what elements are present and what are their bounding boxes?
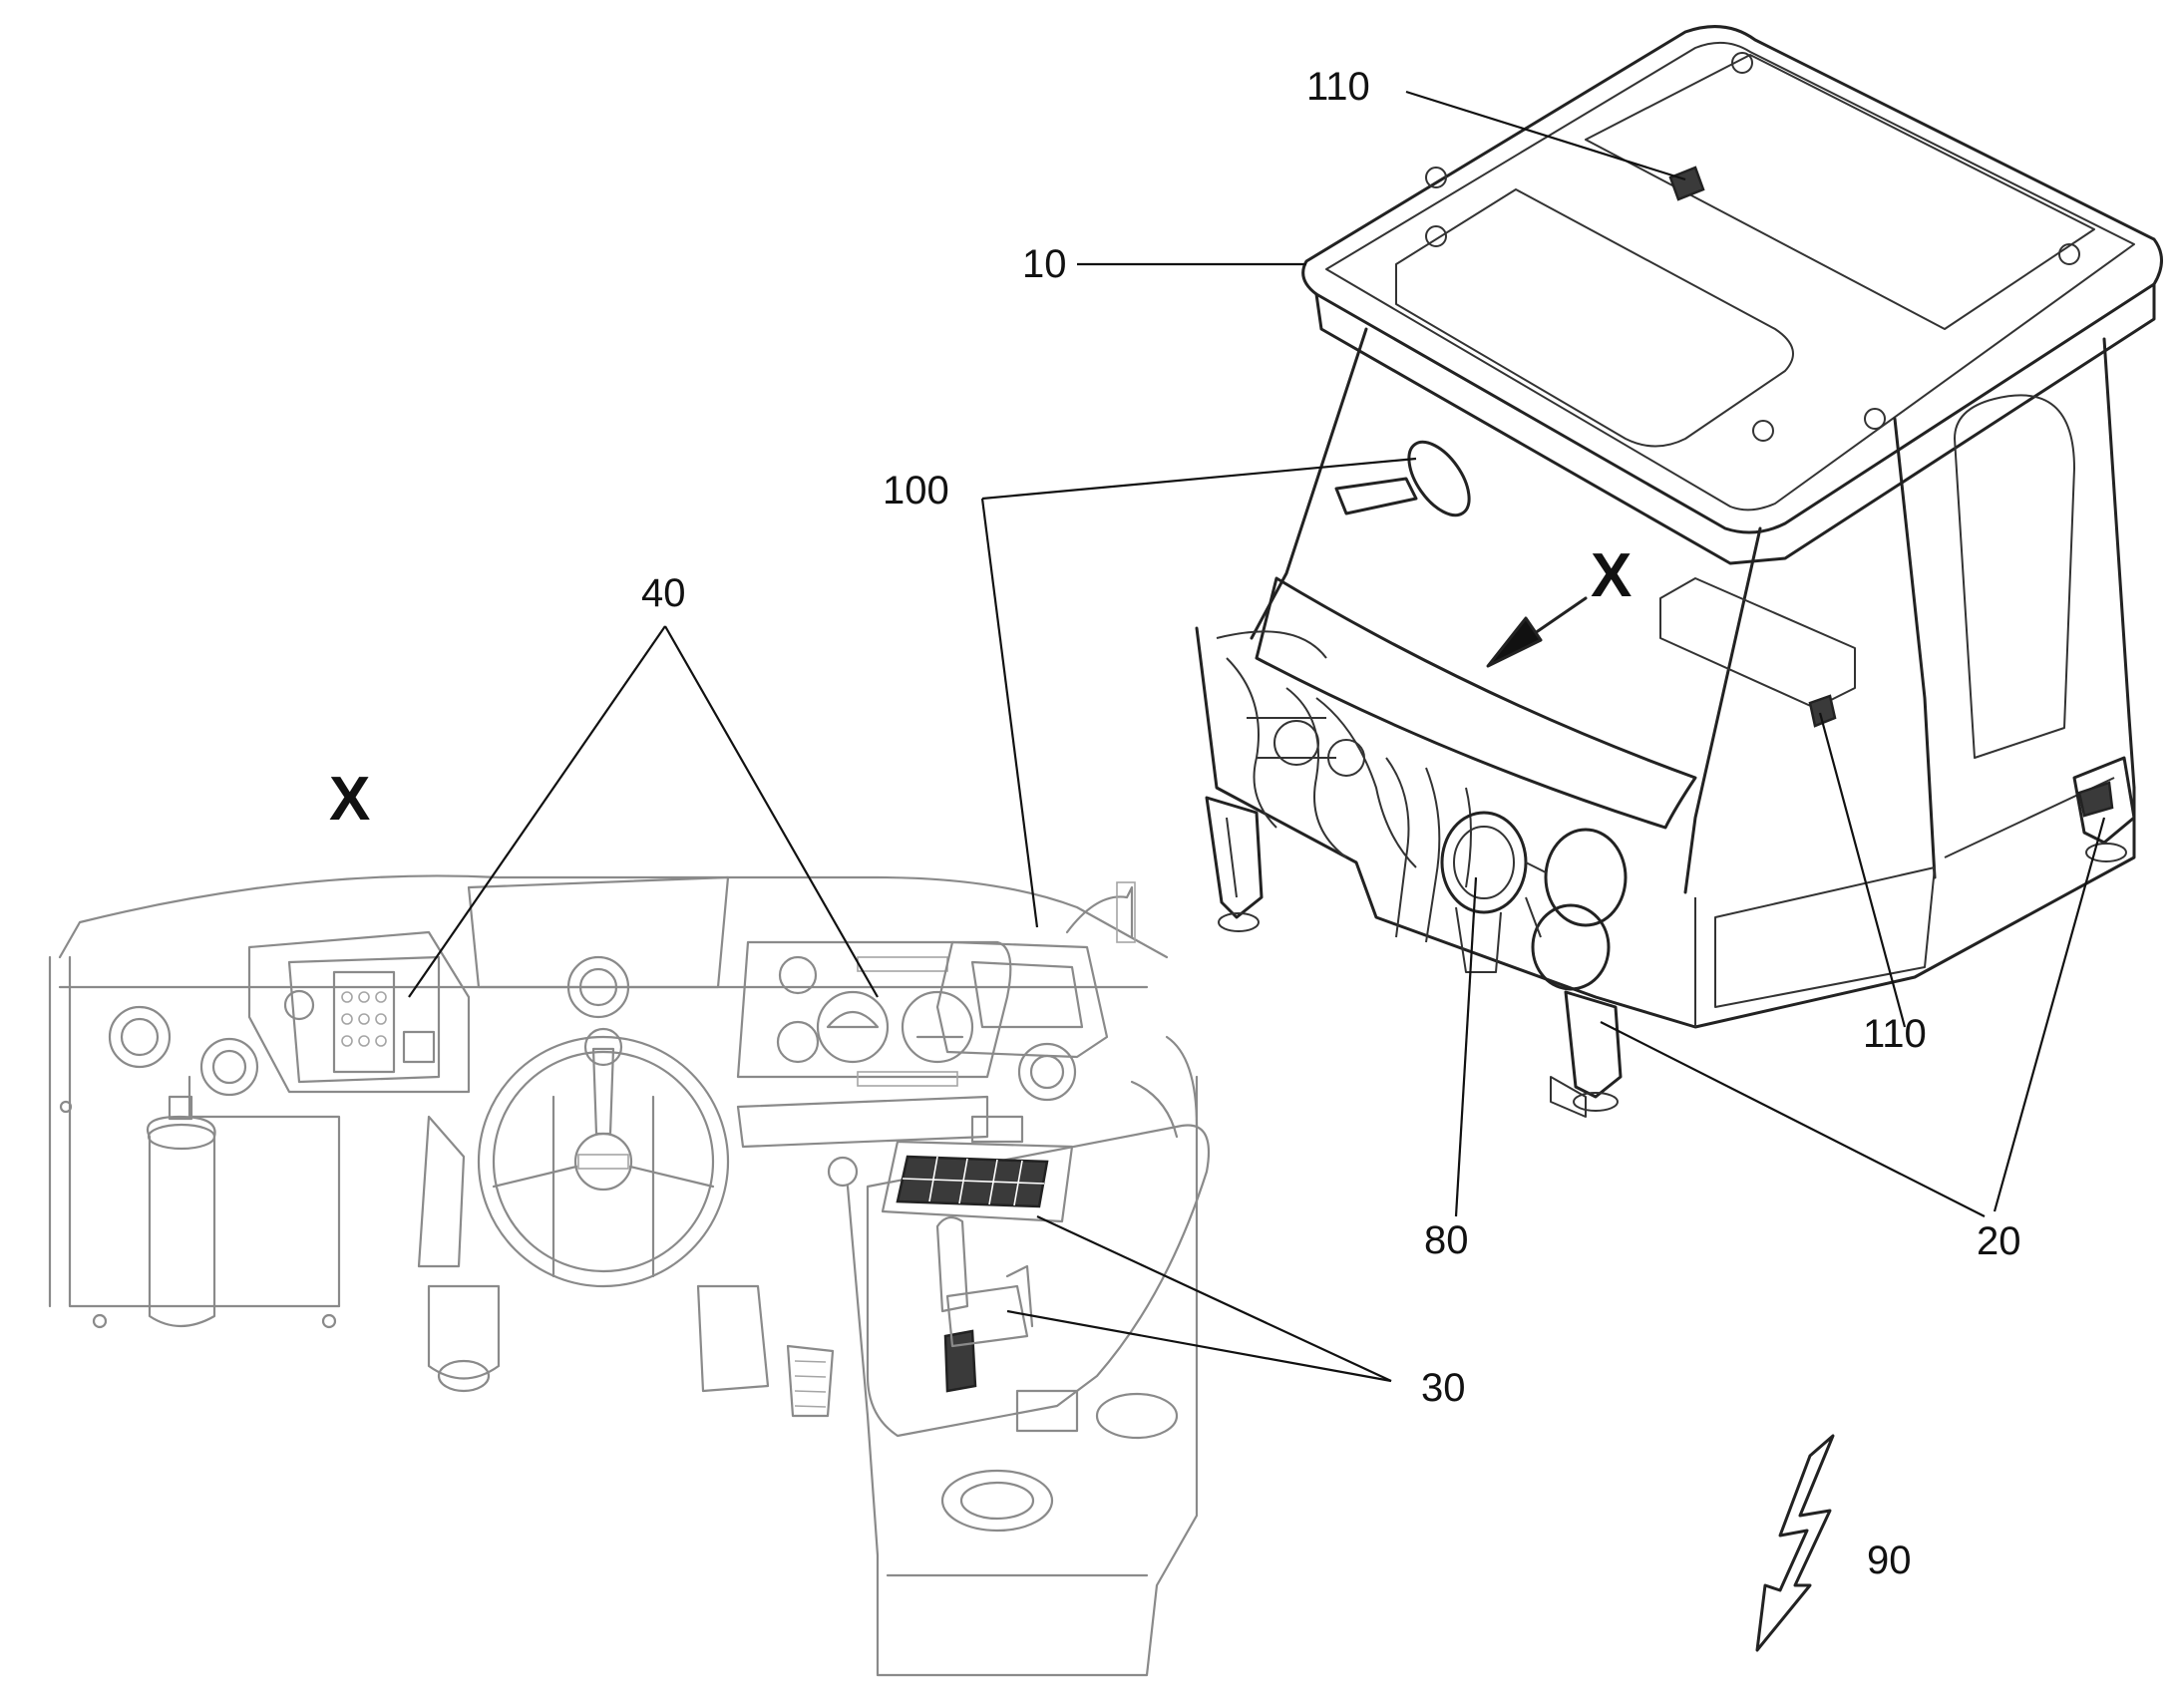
antenna-rear <box>1808 694 1837 728</box>
ref-label-100: 100 <box>883 469 949 512</box>
steering-wheel <box>477 1027 730 1288</box>
ref-label-110-lower: 110 <box>1863 1012 1927 1056</box>
engine-bay <box>1226 657 1472 943</box>
cab-assembly <box>1195 25 2163 1118</box>
antenna-roof <box>1668 166 1705 201</box>
joystick <box>935 1215 1034 1393</box>
ref-label-110-upper: 110 <box>1306 65 1370 109</box>
ref-label-30: 30 <box>1421 1366 1466 1410</box>
ref-label-20: 20 <box>1977 1219 2021 1263</box>
switch-panel <box>283 955 441 1084</box>
dashboard-assembly <box>48 874 1211 1677</box>
leader-lines <box>408 90 2106 1383</box>
view-label-cab: X <box>1591 541 1632 610</box>
labels: X X 110 10 100 40 110 80 20 30 90 <box>329 65 2021 1582</box>
ref-label-10: 10 <box>1022 242 1067 286</box>
instrument-cluster <box>736 940 1012 1087</box>
cab-mount-front <box>1205 796 1623 1118</box>
cab-mount-rear <box>2072 756 2136 862</box>
brake-cylinders <box>1440 811 1628 991</box>
ref-label-80: 80 <box>1424 1218 1469 1262</box>
ref-label-90: 90 <box>1867 1538 1912 1582</box>
ref-label-40: 40 <box>641 571 686 615</box>
wireless-signal-symbol <box>1755 1434 1835 1652</box>
keypad <box>881 1115 1074 1223</box>
cab-roof <box>1301 25 2163 565</box>
display-terminal <box>935 881 1136 1059</box>
mirror <box>1334 440 1471 517</box>
operator-console <box>846 1035 1211 1677</box>
view-direction-arrow <box>1486 596 1588 668</box>
view-label-dashboard: X <box>329 765 370 834</box>
